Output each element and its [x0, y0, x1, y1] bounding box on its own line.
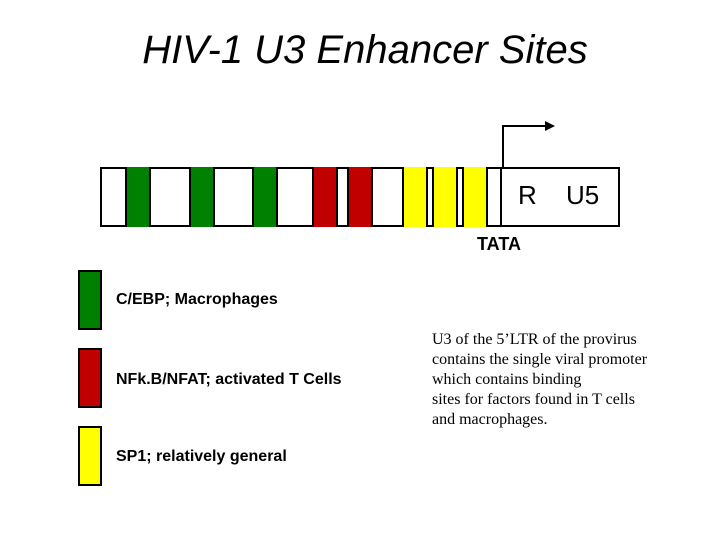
- cebp-site-2: [189, 167, 215, 227]
- sp1-site-3: [462, 167, 488, 227]
- u5-region-label: U5: [566, 180, 600, 210]
- legend-swatch-sp1: [78, 426, 102, 486]
- cebp-site-3: [252, 167, 278, 227]
- note-line: sites for factors found in T cells: [432, 391, 635, 408]
- legend-label-nfkb: NFk.B/NFAT; activated T Cells: [116, 371, 342, 388]
- sp1-site-1: [402, 167, 428, 227]
- nfkb-site-2: [347, 167, 373, 227]
- note-line: U3 of the 5’LTR of the provirus: [432, 331, 637, 348]
- note-line: contains the single viral promoter: [432, 351, 648, 368]
- explanatory-note: U3 of the 5’LTR of the provirus contains…: [432, 330, 712, 430]
- note-line: and macrophages.: [432, 411, 548, 428]
- note-line: which contains binding: [432, 371, 582, 388]
- tata-box-label: TATA: [477, 234, 521, 254]
- slide-title: HIV-1 U3 Enhancer Sites: [142, 28, 588, 72]
- r-region-label: R: [518, 180, 537, 210]
- legend-swatch-cebp: [78, 270, 102, 330]
- sp1-site-2: [432, 167, 458, 227]
- u3-r-boundary: [500, 167, 502, 227]
- legend-label-cebp: C/EBP; Macrophages: [116, 291, 278, 308]
- legend-swatch-nfkb: [78, 348, 102, 408]
- legend-label-sp1: SP1; relatively general: [116, 448, 287, 465]
- nfkb-site-1: [312, 167, 338, 227]
- cebp-site-1: [125, 167, 151, 227]
